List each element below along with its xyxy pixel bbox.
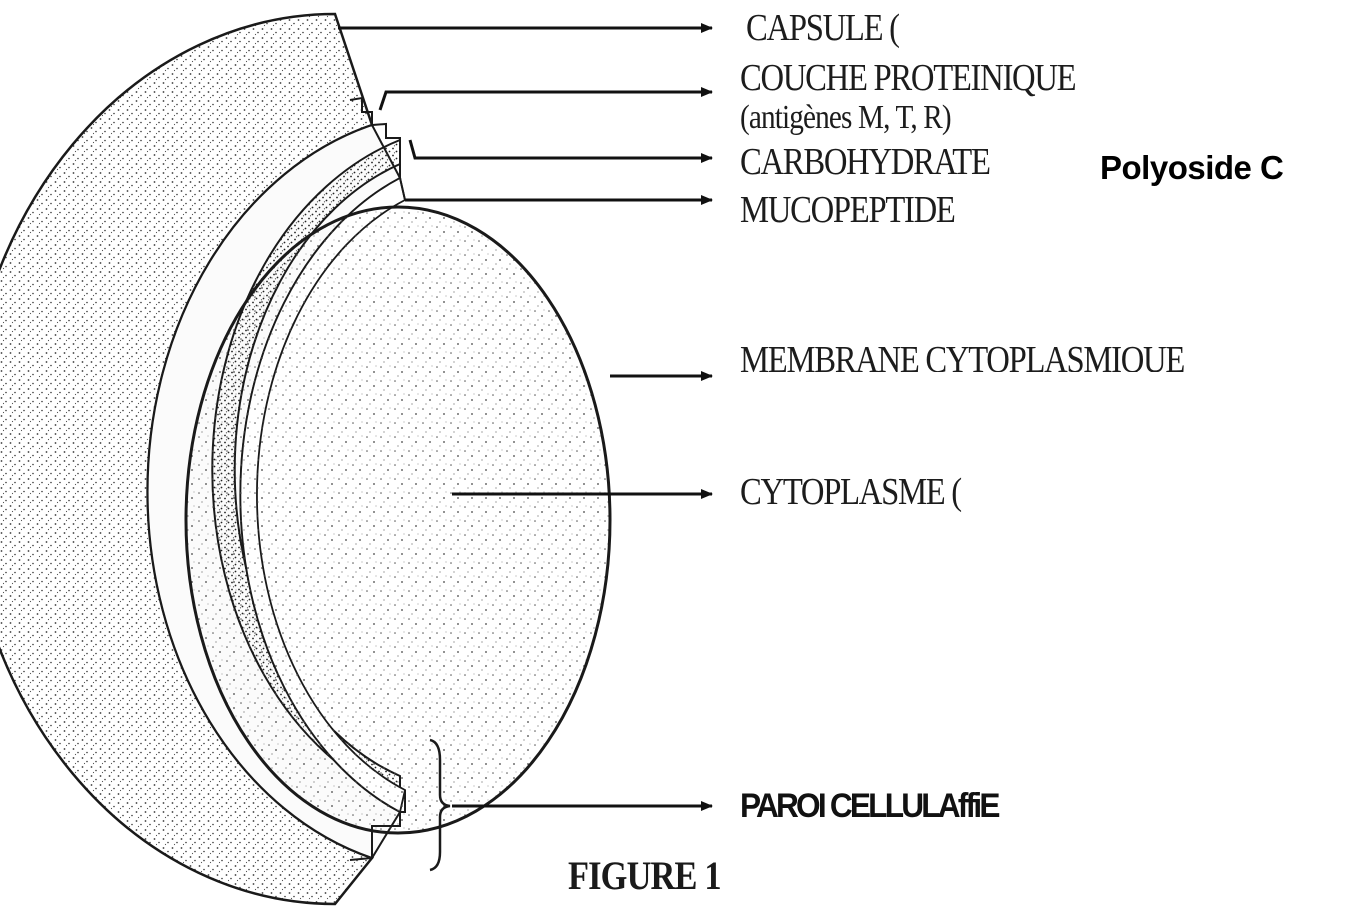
- polyoside-label: Polyoside C: [1100, 148, 1283, 188]
- protein-antigens-label: (antigènes M, T, R): [740, 100, 951, 136]
- cell-wall-label: PAROI CELLULAffiE: [740, 786, 998, 826]
- carbohydrate-arrow: [410, 140, 712, 158]
- figure-caption: FIGURE 1: [568, 852, 721, 899]
- cytoplasm-label: CYTOPLASME (: [740, 472, 961, 512]
- mucopeptide-label: MUCOPEPTIDE: [740, 190, 955, 230]
- cytoplasm-circle: [186, 207, 610, 833]
- capsule-label-redaction: [958, 30, 1258, 56]
- carbohydrate-label: CARBOHYDRATE: [740, 142, 990, 182]
- cytoplasm-label-redaction: [1038, 466, 1300, 532]
- capsule-label: CAPSULE (: [746, 8, 899, 48]
- protein-layer-label: COUCHE PROTEINIQUE: [740, 58, 1075, 98]
- protein-layer-arrow: [380, 92, 712, 110]
- membrane-label-redaction: [735, 372, 1335, 406]
